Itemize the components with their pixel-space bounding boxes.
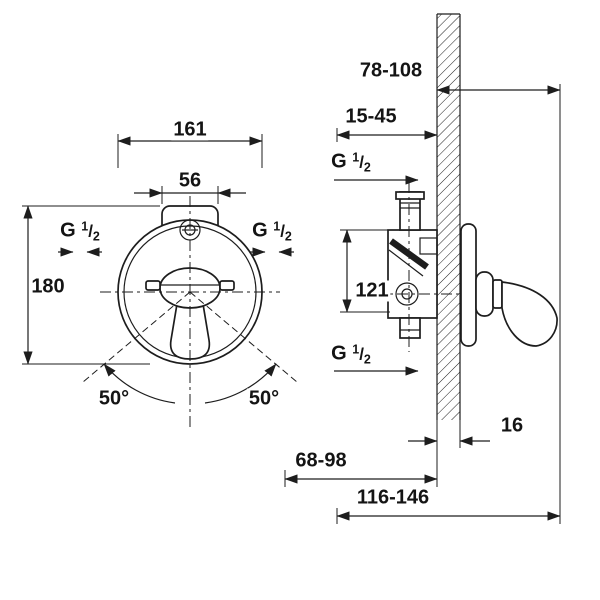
dim-port-distance-label: 121 <box>353 279 391 302</box>
thread-base: G <box>252 219 268 242</box>
dim-mounting-depth-label: 15-45 <box>343 105 399 128</box>
top-pipe-cap <box>395 191 425 200</box>
front-view <box>22 134 298 428</box>
wall-hatch <box>437 14 460 420</box>
thread-slash: / <box>359 152 364 172</box>
thread-base: G <box>331 342 347 365</box>
dim-116-146-lines <box>336 508 561 524</box>
valve-body <box>375 182 472 352</box>
dim-180-lines <box>22 205 160 365</box>
thread-denominator: 2 <box>284 229 292 244</box>
thread-size-label-side-bottom: G 1/2 <box>329 342 373 367</box>
dim-161-lines <box>117 134 263 168</box>
thread-numerator: 1 <box>81 219 89 234</box>
thread-numerator: 1 <box>273 219 281 234</box>
dim-projection-range-label: 78-108 <box>357 59 425 82</box>
dim-overall-width-label: 161 <box>171 118 209 141</box>
swing-angle-left-label: 50° <box>96 387 132 410</box>
dim-depth-range-b-label: 116-146 <box>354 486 432 509</box>
cartridge-circle <box>395 282 419 306</box>
dim-overall-height-label: 180 <box>29 275 67 298</box>
dim-121-lines <box>340 229 400 313</box>
lever-handle-side <box>501 281 558 347</box>
trim-side <box>460 223 558 347</box>
dim-16-lines <box>408 420 490 487</box>
dim-depth-range-a-label: 68-98 <box>293 449 349 472</box>
dim-56-lines <box>134 186 246 204</box>
thread-denominator: 2 <box>92 229 100 244</box>
swing-angle-right-label: 50° <box>246 387 282 410</box>
dim-68-98-lines <box>284 470 438 487</box>
thread-numerator: 1 <box>352 150 360 165</box>
handle-base-side <box>475 271 494 317</box>
side-tab-left <box>145 280 161 291</box>
side-view <box>284 13 561 524</box>
wall-section <box>436 13 461 420</box>
thread-numerator: 1 <box>352 342 360 357</box>
faceplate-side <box>460 223 477 347</box>
thread-base: G <box>60 219 76 242</box>
dim-plate-depth-label: 16 <box>498 414 526 437</box>
handle-step-side <box>492 279 503 309</box>
thread-denominator: 2 <box>363 160 371 175</box>
thread-size-label-front-right: G 1/2 <box>250 219 294 244</box>
thread-size-label-side-top: G 1/2 <box>329 150 373 175</box>
thread-slash: / <box>88 221 93 241</box>
swing-angle-lines <box>82 291 298 404</box>
dim-78-108-lines <box>436 84 561 524</box>
bottom-connection-pipe <box>399 317 421 339</box>
thread-slash: / <box>280 221 285 241</box>
thread-base: G <box>331 150 347 173</box>
dim-escutcheon-width-label: 56 <box>176 169 204 192</box>
side-port <box>419 237 438 255</box>
thread-slash: / <box>359 344 364 364</box>
thread-denominator: 2 <box>363 352 371 367</box>
dim-15-45-lines <box>336 128 438 142</box>
thread-size-label-front-left: G 1/2 <box>58 219 102 244</box>
side-tab-right <box>219 280 235 291</box>
